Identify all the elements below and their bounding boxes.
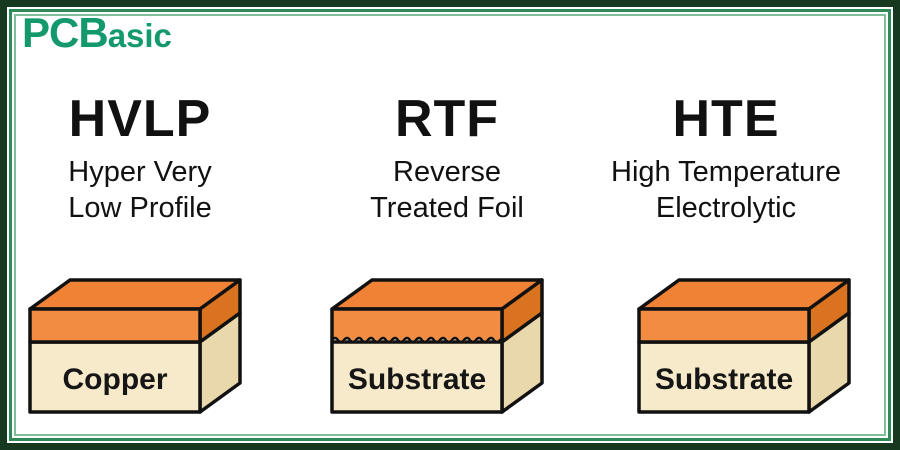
logo-text-suffix: asic xyxy=(107,17,172,54)
hvlp-subtitle-line2: Low Profile xyxy=(68,191,212,224)
hvlp-title: HVLP xyxy=(68,90,212,148)
box-front-copper-face xyxy=(637,307,811,344)
box-front-copper-face xyxy=(28,307,202,344)
box-front-substrate-face xyxy=(637,340,811,414)
rtf-title: RTF xyxy=(394,90,500,148)
hte-subtitle: High Temperature Electrolytic xyxy=(582,155,870,227)
box-front-substrate-face xyxy=(330,340,504,414)
hte-foil-box: Substrate xyxy=(637,278,851,414)
rtf-subtitle-line2: Treated Foil xyxy=(370,191,524,224)
hvlp-subtitle-line1: Hyper Very xyxy=(68,155,212,188)
rtf-foil-box: Substrate xyxy=(330,278,544,414)
column-hte: HTE High Temperature Electrolytic xyxy=(582,92,870,227)
hvlp-foil-box: Copper xyxy=(28,278,242,414)
column-hvlp: HVLP Hyper Very Low Profile xyxy=(0,92,280,227)
box-front-copper-edges xyxy=(330,307,504,342)
box-label: Substrate xyxy=(655,363,793,396)
column-rtf: RTF Reverse Treated Foil xyxy=(307,92,587,227)
hte-subtitle-line1: High Temperature xyxy=(611,155,841,188)
box-front-substrate-face xyxy=(28,340,202,414)
box-front-copper-face xyxy=(332,309,502,342)
hte-title: HTE xyxy=(672,90,780,148)
rtf-subtitle: Reverse Treated Foil xyxy=(307,155,587,227)
hte-subtitle-line2: Electrolytic xyxy=(655,191,797,224)
box-label: Copper xyxy=(63,363,168,396)
copper-substrate-wavy-boundary xyxy=(331,336,502,344)
rtf-subtitle-line1: Reverse xyxy=(393,155,501,188)
box-label: Substrate xyxy=(348,363,486,396)
pcbasic-logo: PCBasic xyxy=(22,12,172,54)
hvlp-subtitle: Hyper Very Low Profile xyxy=(0,155,280,227)
logo-text-main: PCB xyxy=(22,9,109,56)
